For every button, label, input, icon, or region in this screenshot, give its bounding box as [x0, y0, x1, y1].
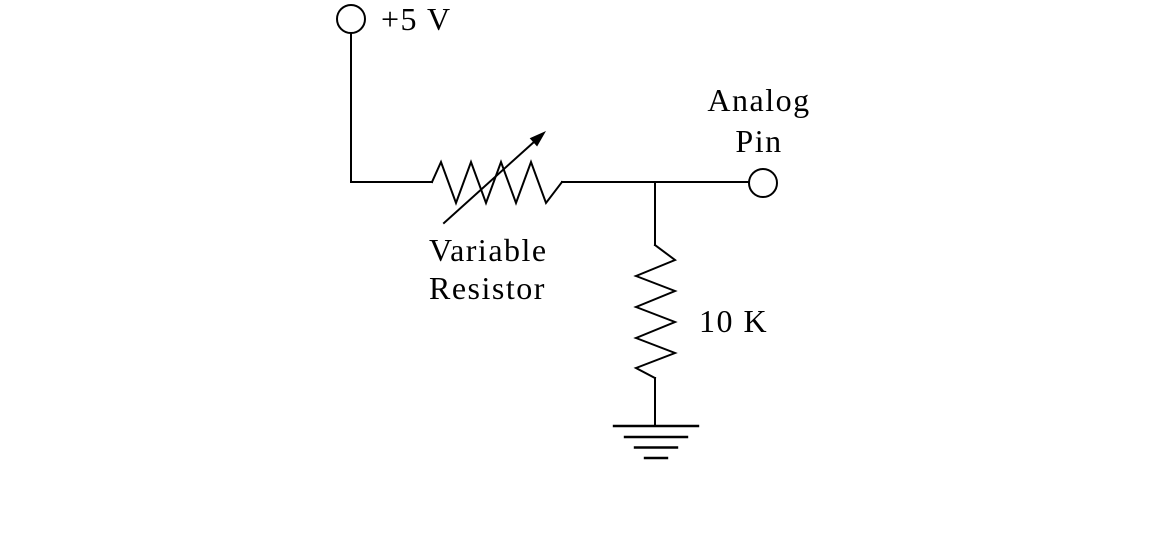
variable-resistor-arrowhead [529, 131, 546, 147]
analog-pin-label-line2: Pin [735, 123, 782, 159]
analog-pin-terminal-icon [748, 168, 778, 198]
supply-label: +5 V [381, 1, 452, 37]
fixed-resistor-value-label: 10 K [699, 303, 768, 339]
variable-resistor-label-line2: Resistor [429, 270, 546, 306]
variable-resistor-label-line1: Variable [429, 232, 548, 268]
circuit-lines [336, 4, 778, 460]
supply-wire [350, 32, 433, 183]
supply-terminal-icon [336, 4, 366, 34]
variable-resistor-arrow-shaft [442, 139, 537, 225]
fixed-resistor-icon [633, 243, 678, 380]
ground-icon [612, 424, 700, 460]
analog-pin-label-line1: Analog [707, 82, 810, 118]
variable-resistor-icon [430, 159, 564, 206]
